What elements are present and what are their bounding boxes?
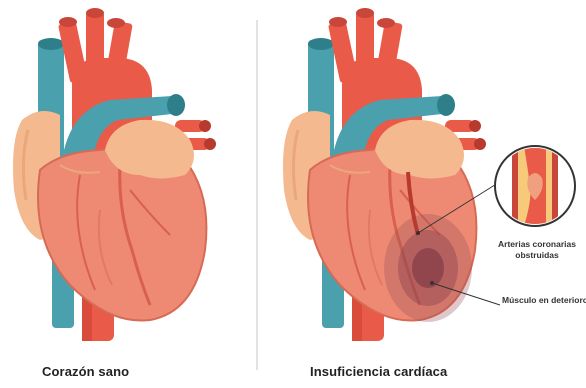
- annotation-arteries-line1: Arterias coronarias: [498, 239, 576, 249]
- healthy-heart-graphic: [13, 8, 216, 341]
- leader-dot-arteries: [416, 231, 420, 235]
- annotation-arteries-line2: obstruidas: [515, 250, 559, 260]
- leader-dot-muscle: [430, 281, 434, 285]
- annotation-muscle: Músculo en deterioro: [502, 295, 586, 305]
- caption-heart-failure: Insuficiencia cardíaca: [310, 364, 447, 379]
- caption-healthy-heart: Corazón sano: [42, 364, 129, 379]
- damaged-muscle-zone: [384, 214, 472, 322]
- blocked-artery-inset: [495, 146, 575, 226]
